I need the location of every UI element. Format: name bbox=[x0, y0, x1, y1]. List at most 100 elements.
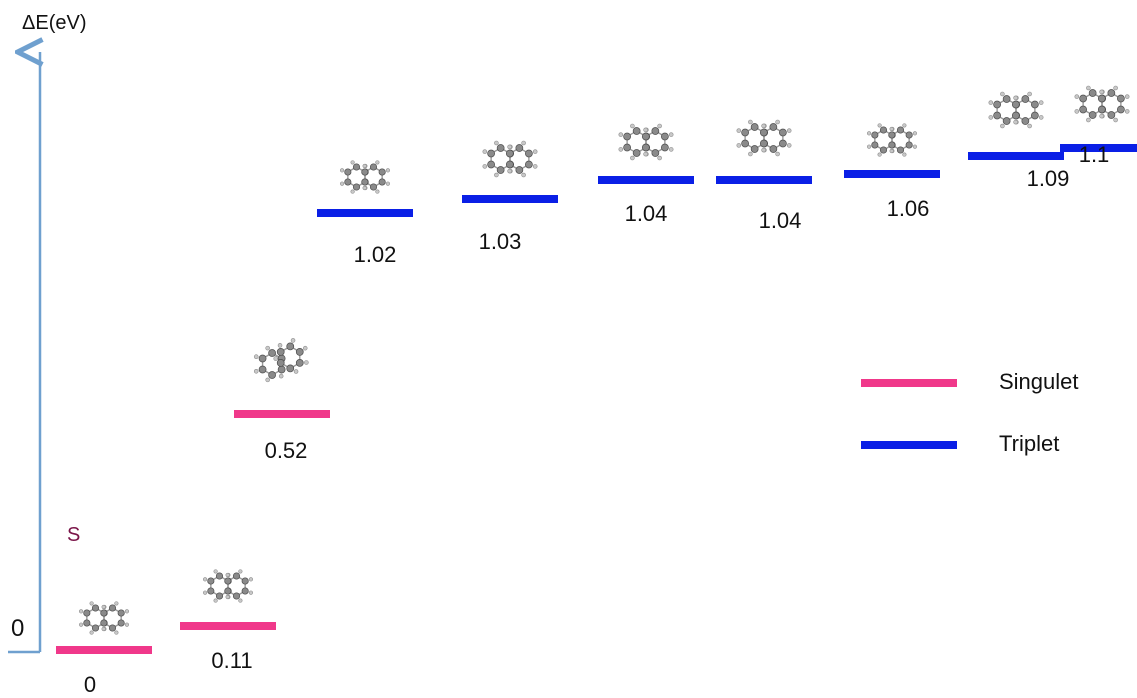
energy-value-label: 0.52 bbox=[264, 438, 308, 463]
carbon-atom bbox=[496, 166, 505, 174]
energy-value-label: 1.04 bbox=[758, 208, 802, 233]
carbon-atom bbox=[905, 131, 913, 139]
hydrogen-atom bbox=[362, 163, 367, 169]
axis-title: ΔE(eV) bbox=[22, 12, 87, 34]
carbon-atom bbox=[750, 123, 759, 131]
hydrogen-atom bbox=[761, 123, 766, 129]
hydrogen-atom bbox=[736, 128, 742, 133]
s-annotation: S bbox=[67, 524, 81, 546]
carbon-atom bbox=[1097, 94, 1106, 103]
carbon-atom bbox=[888, 141, 896, 149]
hydrogen-atom bbox=[912, 144, 918, 149]
hydrogen-atom bbox=[643, 151, 648, 157]
legend bbox=[861, 379, 957, 449]
carbon-atom bbox=[661, 143, 669, 152]
hydrogen-atom bbox=[1074, 109, 1080, 114]
carbon-atom bbox=[750, 145, 759, 153]
carbon-atom bbox=[741, 128, 749, 137]
hydrogen-atom bbox=[668, 132, 674, 137]
molecule-icon bbox=[202, 569, 254, 603]
energy-value-label: 1.06 bbox=[886, 196, 930, 221]
hydrogen-atom bbox=[482, 164, 488, 169]
hydrogen-atom bbox=[202, 590, 208, 595]
levels-layer bbox=[56, 85, 1137, 654]
hydrogen-atom bbox=[618, 147, 624, 152]
energy-value-label: 0.11 bbox=[211, 648, 253, 673]
carbon-atom bbox=[487, 160, 495, 169]
carbon-atom bbox=[779, 139, 787, 148]
carbon-atom bbox=[993, 111, 1001, 120]
hydrogen-atom bbox=[78, 609, 84, 614]
hydrogen-atom bbox=[521, 140, 526, 146]
hydrogen-atom bbox=[273, 356, 279, 361]
carbon-atom bbox=[117, 619, 125, 627]
carbon-atom bbox=[117, 609, 125, 617]
carbon-atom bbox=[525, 149, 533, 158]
hydrogen-atom bbox=[1086, 85, 1091, 91]
hydrogen-atom bbox=[902, 152, 907, 157]
hydrogen-atom bbox=[339, 168, 345, 173]
hydrogen-atom bbox=[253, 354, 259, 359]
carbon-atom bbox=[1011, 111, 1020, 120]
carbon-atom bbox=[369, 163, 378, 171]
hydrogen-atom bbox=[290, 338, 296, 343]
carbon-atom bbox=[286, 364, 295, 373]
hydrogen-atom bbox=[657, 155, 662, 161]
carbon-atom bbox=[879, 126, 888, 134]
carbon-atom bbox=[232, 572, 241, 580]
carbon-atom bbox=[268, 349, 276, 357]
hydrogen-atom bbox=[362, 185, 367, 191]
carbon-atom bbox=[1107, 111, 1116, 119]
hydrogen-atom bbox=[630, 155, 635, 161]
energy-level-bar-triplet bbox=[716, 176, 812, 184]
molecule-icon bbox=[1074, 85, 1130, 123]
hydrogen-atom bbox=[253, 369, 259, 374]
carbon-atom bbox=[369, 183, 378, 191]
hydrogen-atom bbox=[114, 630, 119, 635]
carbon-atom bbox=[224, 587, 232, 595]
carbon-atom bbox=[295, 348, 304, 356]
hydrogen-atom bbox=[532, 164, 538, 169]
molecule-icon bbox=[988, 91, 1044, 129]
carbon-atom bbox=[505, 149, 514, 158]
hydrogen-atom bbox=[1027, 123, 1032, 129]
hydrogen-atom bbox=[889, 148, 894, 154]
carbon-atom bbox=[496, 144, 505, 152]
hydrogen-atom bbox=[202, 577, 208, 582]
energy-value-label: 0 bbox=[83, 672, 97, 697]
energy-level-bar-triplet bbox=[317, 209, 413, 217]
hydrogen-atom bbox=[1000, 91, 1005, 97]
hydrogen-atom bbox=[630, 123, 635, 129]
hydrogen-atom bbox=[482, 149, 488, 154]
hydrogen-atom bbox=[89, 601, 94, 606]
carbon-atom bbox=[224, 577, 232, 585]
energy-level-bar-triplet bbox=[462, 195, 558, 203]
carbon-atom bbox=[769, 145, 778, 153]
hydrogen-atom bbox=[213, 598, 218, 603]
carbon-atom bbox=[215, 572, 224, 580]
hydrogen-atom bbox=[304, 360, 309, 365]
energy-level-bar-triplet bbox=[844, 170, 940, 178]
carbon-atom bbox=[623, 143, 631, 152]
energy-level-bar-triplet bbox=[968, 152, 1064, 160]
hydrogen-atom bbox=[277, 343, 283, 348]
hydrogen-atom bbox=[748, 151, 753, 157]
hydrogen-atom bbox=[213, 569, 218, 574]
hydrogen-atom bbox=[494, 172, 499, 178]
carbon-atom bbox=[632, 127, 641, 135]
hydrogen-atom bbox=[657, 123, 662, 129]
hydrogen-atom bbox=[507, 168, 512, 174]
molecule-icon bbox=[618, 123, 674, 161]
carbon-atom bbox=[1079, 94, 1087, 103]
energy-level-bar-triplet bbox=[598, 176, 694, 184]
hydrogen-atom bbox=[124, 609, 130, 614]
carbon-atom bbox=[661, 132, 669, 141]
hydrogen-atom bbox=[866, 144, 872, 149]
carbon-atom bbox=[1031, 100, 1039, 109]
hydrogen-atom bbox=[89, 630, 94, 635]
hydrogen-atom bbox=[988, 115, 994, 120]
energy-value-label: 1.03 bbox=[478, 229, 522, 254]
carbon-atom bbox=[741, 139, 749, 148]
carbon-atom bbox=[344, 168, 352, 176]
